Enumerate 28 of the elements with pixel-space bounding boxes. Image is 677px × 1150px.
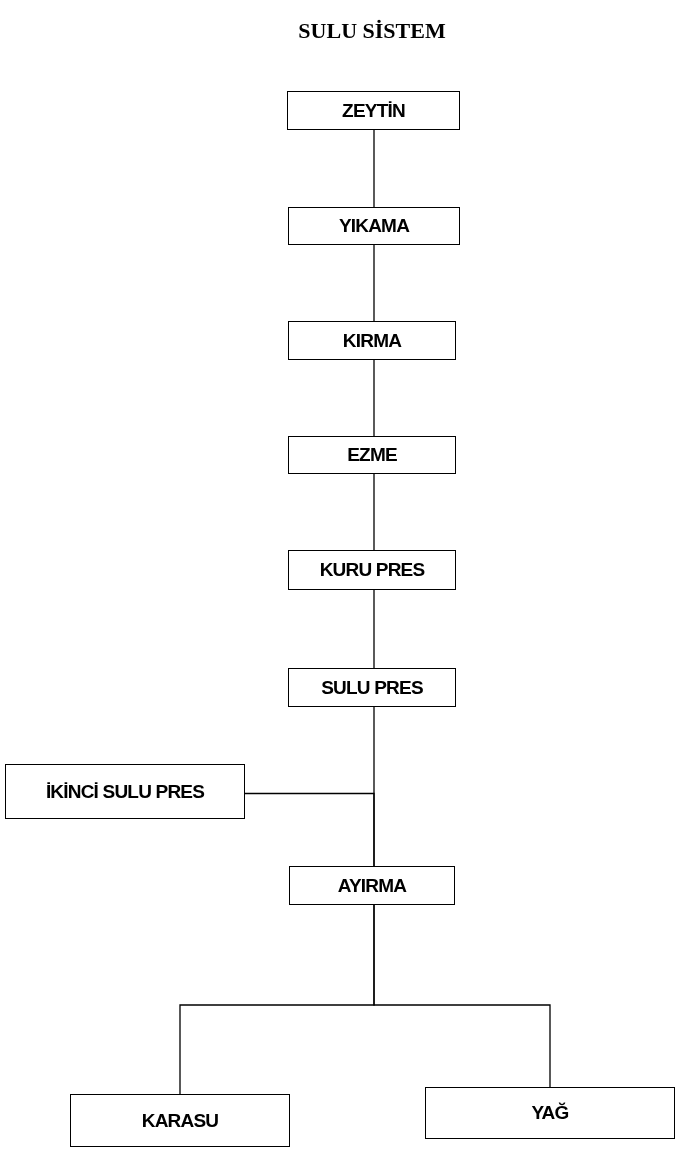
process-box (289, 866, 455, 905)
step-label: YAĞ (531, 1102, 569, 1124)
step-label: AYIRMA (337, 874, 407, 897)
connector-line (373, 904, 551, 1088)
step-label: KARASU (141, 1109, 219, 1132)
process-box (288, 436, 456, 474)
connector-line (373, 589, 375, 669)
process-box (288, 207, 460, 245)
process-box (70, 1094, 290, 1147)
connector-line (373, 244, 375, 322)
diagram-title: SULU SİSTEM (297, 18, 447, 44)
connector-line (373, 359, 375, 437)
process-box (5, 764, 245, 819)
connector-line (373, 129, 375, 208)
connector-line (244, 792, 375, 867)
connector-line (373, 473, 375, 551)
step-label: KURU PRES (319, 559, 425, 581)
step-label: KIRMA (342, 329, 402, 352)
process-box (425, 1087, 675, 1139)
step-label: ZEYTİN (342, 99, 405, 122)
process-box (288, 321, 456, 360)
step-label: EZME (347, 444, 397, 466)
step-label: SULU PRES (321, 676, 423, 699)
process-box (287, 91, 460, 130)
process-box (288, 550, 456, 590)
process-box (288, 668, 456, 707)
step-label: YIKAMA (338, 215, 410, 237)
step-label: İKİNCİ SULU PRES (45, 780, 205, 803)
